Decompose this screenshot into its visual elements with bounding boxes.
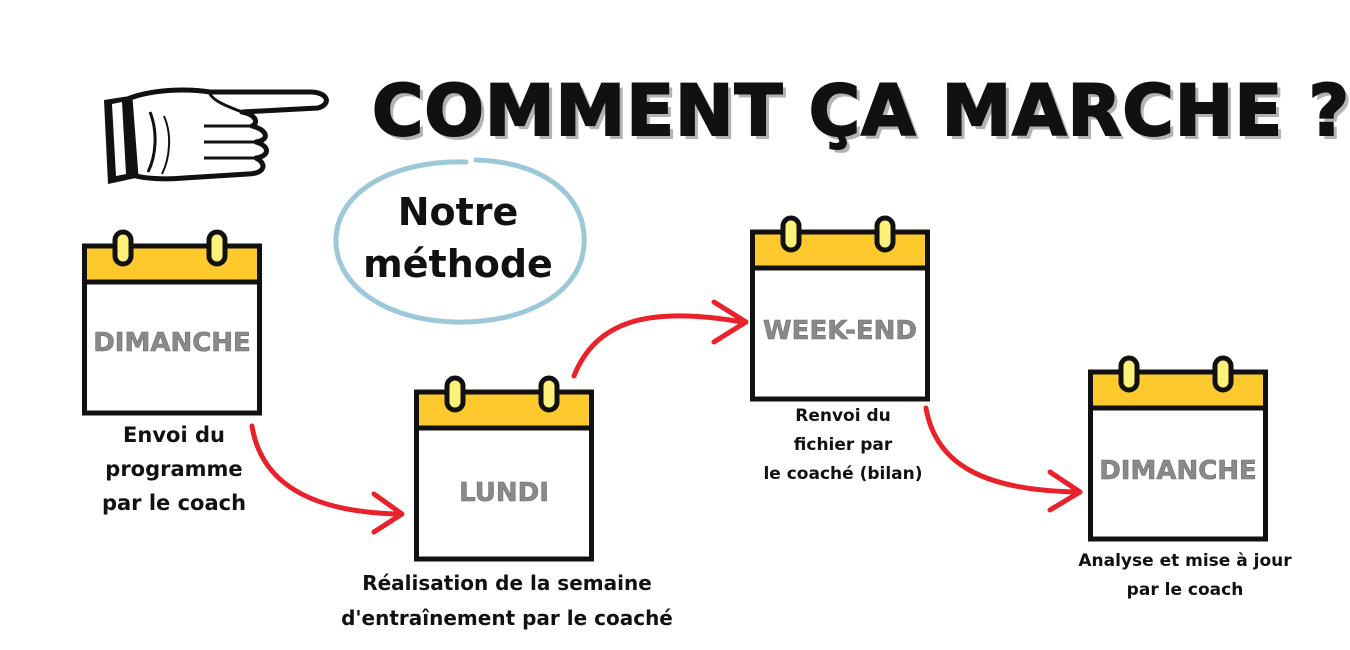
arrow-icon — [249, 423, 405, 535]
method-badge-text: Notre méthode — [363, 190, 553, 286]
arrow-icon — [923, 405, 1083, 513]
day-label: DIMANCHE — [93, 328, 251, 359]
day-label: DIMANCHE — [1099, 456, 1257, 487]
day-label: LUNDI — [459, 478, 549, 509]
calendar-icon — [414, 375, 594, 562]
day-label: WEEK-END — [763, 316, 918, 347]
calendar-dimanche-2: DIMANCHE — [1088, 354, 1268, 544]
arrow-icon — [571, 299, 749, 379]
calendar-dimanche-1: DIMANCHE — [82, 228, 262, 418]
step-caption: Analyse et mise à jour par le coach — [1078, 551, 1292, 600]
step-caption: Renvoi du fichier par le coaché (bilan) — [763, 406, 923, 484]
badge-circle — [333, 157, 587, 325]
calendar-icon — [750, 215, 930, 402]
page-title: COMMENT ÇA MARCHE ? — [371, 69, 1350, 153]
step-caption: Envoi du programme par le coach — [101, 423, 247, 515]
step-caption: Réalisation de la semaine d'entraînement… — [341, 571, 673, 630]
pointing-hand-icon — [104, 87, 329, 184]
calendar-icon — [82, 229, 262, 416]
calendar-icon — [1088, 355, 1268, 542]
calendar-week-end: WEEK-END — [750, 214, 930, 404]
calendar-lundi: LUNDI — [414, 374, 594, 564]
